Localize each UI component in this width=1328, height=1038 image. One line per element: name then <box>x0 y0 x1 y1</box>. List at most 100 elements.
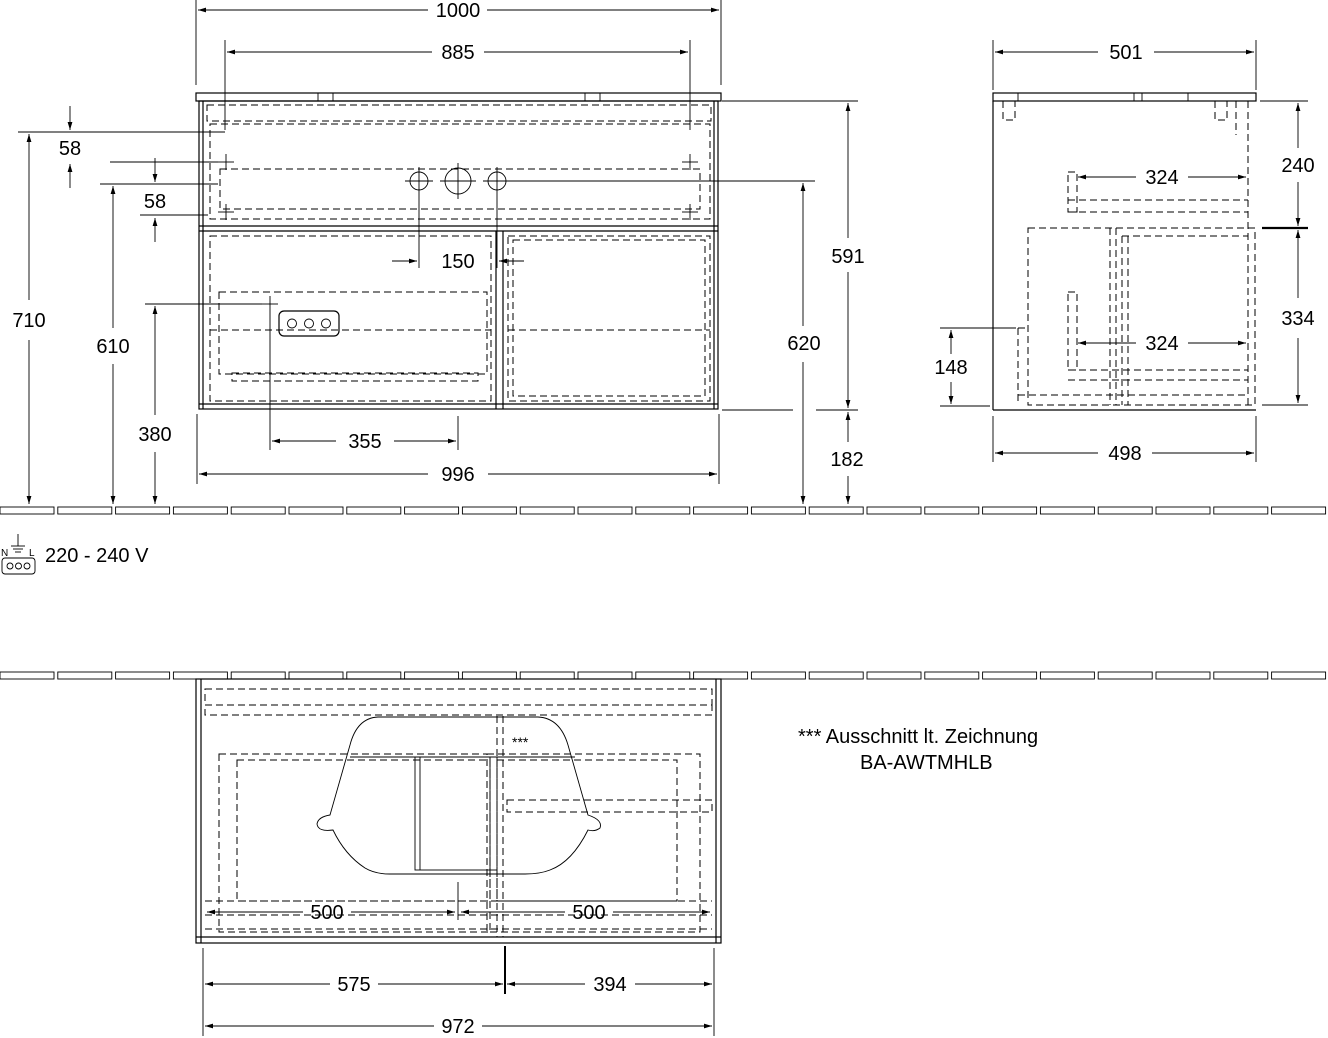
floor-tile <box>288 506 344 515</box>
dim-label-591: 591 <box>831 246 864 268</box>
floor-tile <box>519 671 575 680</box>
dim-label-885: 885 <box>441 42 474 64</box>
dim-top-depth: 501 <box>992 40 1257 90</box>
floor-tile <box>230 506 286 515</box>
dim-right-span: 394 <box>507 974 712 996</box>
floor-tile <box>115 506 171 515</box>
floor-tile <box>1213 506 1269 515</box>
floor-tile <box>0 506 55 515</box>
dim-label-380: 380 <box>138 424 171 446</box>
dim-height-710: 710 <box>12 134 46 504</box>
floor-tile <box>866 506 922 515</box>
floor-tile <box>635 506 691 515</box>
dim-drawer-height: 240 <box>1260 100 1315 230</box>
floor-tile <box>750 506 806 515</box>
cutout-note: *** Ausschnitt lt. Zeichnung BA-AWTMHLB <box>798 726 1038 774</box>
dim-socket-offset: 355 <box>269 312 459 453</box>
dim-plinth-height: 182 <box>830 412 864 504</box>
dim-label-182: 182 <box>830 449 863 471</box>
floor-tile <box>982 671 1038 680</box>
dim-label-324-bottom: 324 <box>1145 333 1178 355</box>
dim-top-offset: 58 <box>18 106 225 188</box>
floor-tile <box>172 671 228 680</box>
dim-body-height: 591 <box>722 100 865 411</box>
floor-tile <box>346 671 402 680</box>
floor-line-lower <box>0 671 1327 680</box>
floor-tile <box>1213 671 1269 680</box>
dim-label-355: 355 <box>348 431 381 453</box>
dim-label-148: 148 <box>934 357 967 379</box>
dim-second-offset: 58 <box>110 158 218 242</box>
dim-label-501: 501 <box>1109 42 1142 64</box>
dim-overall-width: 1000 <box>195 0 722 85</box>
floor-tile <box>1155 671 1211 680</box>
note-line-2: BA-AWTMHLB <box>860 752 993 774</box>
floor-tile <box>115 671 171 680</box>
dim-left-span: 575 <box>202 946 715 1036</box>
neutral-label: N <box>1 548 8 559</box>
dim-label-334: 334 <box>1281 308 1314 330</box>
floor-tile <box>982 506 1038 515</box>
front-view: 1000 885 150 355 996 <box>12 0 865 504</box>
dim-label-500-right: 500 <box>572 902 605 924</box>
floor-tile <box>866 671 922 680</box>
tap-marker-center <box>440 163 476 199</box>
dim-total-inner: 972 <box>205 1016 712 1038</box>
floor-tile <box>1097 506 1153 515</box>
dim-label-150: 150 <box>441 251 474 273</box>
floor-tile <box>404 671 460 680</box>
floor-tile <box>1271 506 1327 515</box>
power-socket <box>278 310 340 337</box>
floor-tile <box>808 506 864 515</box>
floor-tile <box>57 671 113 680</box>
dim-tap-spacing: 150 <box>392 195 524 273</box>
floor-line-upper <box>0 506 1327 515</box>
dim-label-498: 498 <box>1108 443 1141 465</box>
dim-label-500-left: 500 <box>310 902 343 924</box>
dim-inner-width: 885 <box>224 40 691 130</box>
floor-tile <box>1039 671 1095 680</box>
floor-tile <box>57 506 113 515</box>
floor-tile <box>1097 671 1153 680</box>
dim-label-620: 620 <box>787 333 820 355</box>
dim-drawer-right: 500 <box>461 902 710 924</box>
cutout-marker: *** <box>512 734 529 750</box>
dim-tap-height: 620 <box>506 180 821 504</box>
tap-marker-left <box>405 167 433 195</box>
dim-drawer-depth-bottom: 324 <box>1078 333 1246 355</box>
floor-tile <box>750 671 806 680</box>
dim-label-58-second: 58 <box>144 191 166 213</box>
floor-tile <box>519 506 575 515</box>
live-label: L <box>29 548 35 559</box>
dim-height-380: 380 <box>138 303 262 504</box>
dim-label-996: 996 <box>441 464 474 486</box>
floor-tile <box>693 506 749 515</box>
dim-label-610: 610 <box>96 336 129 358</box>
top-view: *** 500 500 575 394 972 <box>195 678 722 1038</box>
voltage-label: 220 - 240 V <box>45 545 149 567</box>
floor-tile <box>230 671 286 680</box>
electrical-legend: N L 220 - 240 V <box>1 534 149 575</box>
floor-tile <box>924 506 980 515</box>
dim-label-710: 710 <box>12 310 45 332</box>
dim-label-575: 575 <box>337 974 370 996</box>
dim-body-width: 996 <box>196 414 720 486</box>
side-view: 501 240 324 334 324 <box>934 40 1315 465</box>
floor-tile <box>172 506 228 515</box>
floor-tile <box>808 671 864 680</box>
floor-tile <box>461 506 517 515</box>
floor-tile <box>0 671 55 680</box>
dim-label-324-top: 324 <box>1145 167 1178 189</box>
dim-socket-height: 148 <box>934 327 1016 407</box>
dim-label-972: 972 <box>441 1016 474 1038</box>
dim-label-240: 240 <box>1281 155 1314 177</box>
dim-label-394: 394 <box>593 974 626 996</box>
floor-tile <box>1271 671 1327 680</box>
dim-height-610: 610 <box>96 183 218 504</box>
floor-tile <box>288 671 344 680</box>
floor-tile <box>346 506 402 515</box>
dim-label-1000: 1000 <box>436 0 481 22</box>
note-line-1: *** Ausschnitt lt. Zeichnung <box>798 726 1038 748</box>
floor-tile <box>1155 506 1211 515</box>
